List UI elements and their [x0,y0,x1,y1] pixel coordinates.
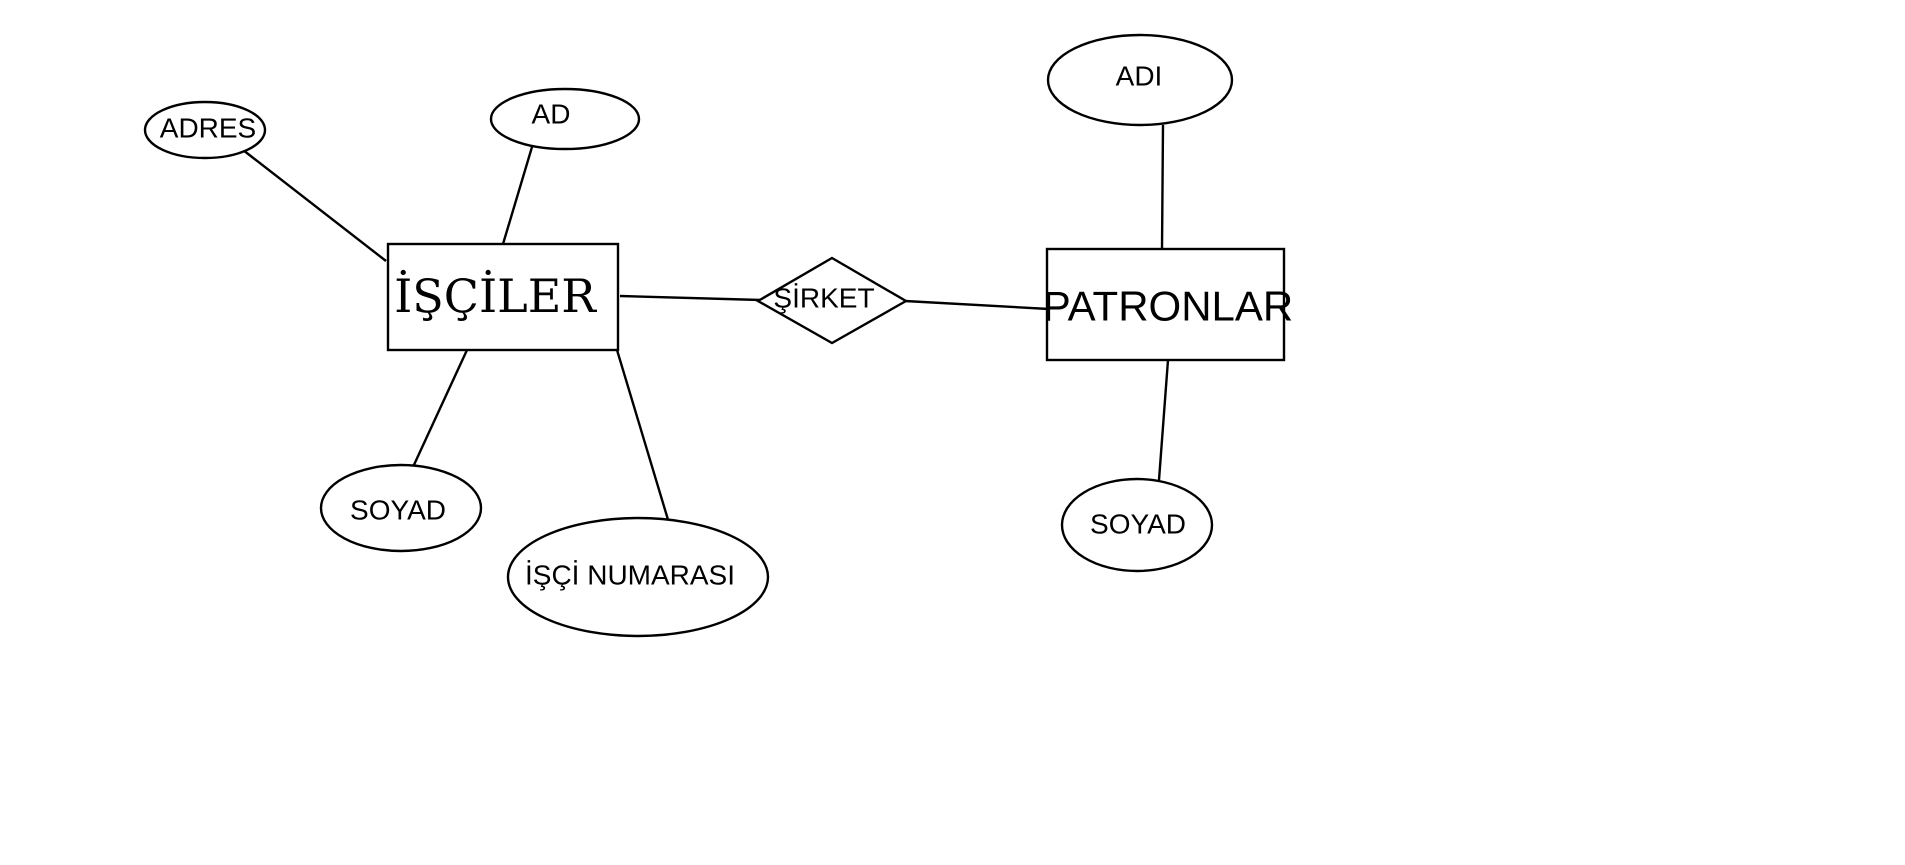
attribute-ellipse [319,463,483,553]
entity-label: İŞÇİLER [394,268,597,323]
connector-adres-isciler [242,149,387,262]
attribute-ellipse [143,100,267,160]
relationship-sirket: ŞİRKET [755,256,909,345]
attribute-soyad-patronlar: SOYAD [1060,477,1214,573]
entity-label: PATRONLAR [1043,283,1293,330]
connector-soyad-isciler [411,349,469,468]
attribute-adi: ADI [1046,33,1234,127]
attribute-ellipse [489,87,641,151]
attribute-ellipse [1060,477,1214,573]
entity-isciler: İŞÇİLER [386,242,620,352]
connectors [242,124,1170,524]
relationship-diamond [755,256,909,345]
attribute-label: İŞÇİ NUMARASI [525,560,735,591]
connector-adi-patronlar [1160,124,1165,250]
attribute-soyad-isciler: SOYAD [319,463,483,553]
attribute-isci-numarasi: İŞÇİ NUMARASI [506,516,770,638]
attribute-ellipse [506,516,770,638]
attribute-ellipse [1046,33,1234,127]
connector-soyad-patronlar [1157,359,1170,481]
connector-isci-numarasi-isciler [615,349,671,524]
attribute-label: SOYAD [350,495,446,526]
entity-patronlar: PATRONLAR [1043,247,1293,362]
attribute-ad: AD [489,87,641,151]
attribute-label: SOYAD [1090,509,1186,540]
connector-ad-isciler [501,146,534,245]
entity-box [386,242,620,352]
attribute-label: ADI [1116,61,1163,92]
relationship-label: ŞİRKET [773,283,874,314]
entity-box [1045,247,1286,362]
attribute-adres: ADRES [143,100,267,160]
connector-isciler-sirket [619,294,762,302]
attribute-label: AD [532,99,571,130]
attribute-label: ADRES [160,113,256,144]
connector-sirket-patronlar [904,299,1050,311]
